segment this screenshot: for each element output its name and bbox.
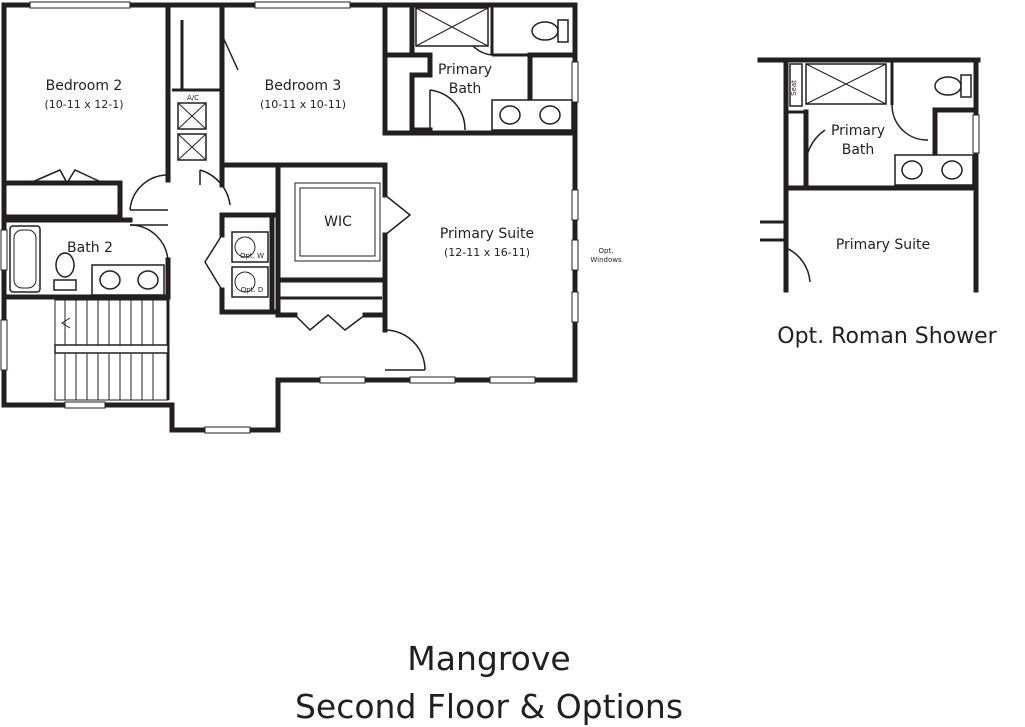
room-dims-primary-suite: (12-11 x 16-11): [444, 246, 530, 259]
option-primary-suite-label: Primary Suite: [836, 237, 930, 253]
option-primary-bath-line1: Primary: [831, 123, 885, 139]
title-line-2: Second Floor & Options: [295, 687, 683, 726]
room-dims-bedroom-2: (10-11 x 12-1): [44, 98, 123, 111]
title-line-1: Mangrove: [407, 639, 570, 678]
room-label-primary-bath-line2: Bath: [449, 81, 482, 97]
doors: [29, 29, 493, 371]
plan-title: Mangrove Second Floor & Options: [295, 639, 683, 726]
room-label-primary-suite: Primary Suite: [440, 226, 534, 242]
option-walls: [757, 57, 981, 293]
opt-washer-label: Opt. W: [240, 252, 264, 260]
main-floor-plan: Bedroom 2 (10-11 x 12-1) Bedroom 3 (10-1…: [0, 1, 622, 434]
option-primary-bath-line2: Bath: [842, 142, 875, 158]
opt-windows-label-line1: Opt.: [599, 247, 614, 255]
room-dims-bedroom-3: (10-11 x 10-11): [260, 98, 346, 111]
opt-windows-label-line2: Windows: [590, 256, 622, 264]
option-doors: [785, 104, 929, 283]
fixtures: [9, 7, 573, 401]
seat-label: Seat: [790, 80, 798, 96]
option-labels: Seat Primary Bath Primary Suite Opt. Rom…: [777, 80, 997, 349]
room-label-wic: WIC: [324, 214, 352, 230]
option-fixtures: [789, 63, 980, 186]
ac-label: A/C: [187, 94, 199, 102]
room-labels: Bedroom 2 (10-11 x 12-1) Bedroom 3 (10-1…: [44, 62, 621, 294]
option-roman-shower-plan: Seat Primary Bath Primary Suite Opt. Rom…: [757, 57, 998, 349]
room-label-bedroom-3: Bedroom 3: [265, 78, 342, 94]
opt-dryer-label: Opt. D: [241, 286, 264, 294]
option-caption: Opt. Roman Shower: [777, 324, 997, 349]
windows: [0, 1, 579, 434]
room-label-primary-bath-line1: Primary: [438, 62, 492, 78]
room-label-bath-2: Bath 2: [67, 240, 113, 256]
room-label-bedroom-2: Bedroom 2: [46, 78, 123, 94]
